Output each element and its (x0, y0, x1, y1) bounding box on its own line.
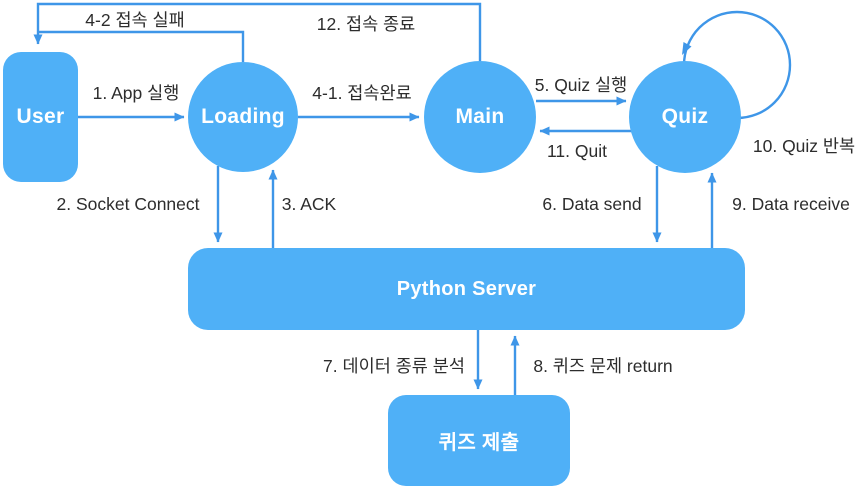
node-main-label: Main (455, 105, 505, 128)
edge-label-disconnect: 12. 접속 종료 (316, 14, 416, 34)
node-main: Main (424, 61, 536, 173)
edge-quiz-repeat-arrowhead (682, 42, 692, 55)
edge-disconnect-arrow (33, 2, 482, 61)
node-user-label: User (16, 105, 65, 128)
node-quiz: Quiz (629, 61, 741, 173)
edge-label-quiz-return: 8. 퀴즈 문제 return (533, 356, 673, 376)
edge-label-app-run: 1. App 실행 (92, 83, 180, 103)
node-user: User (3, 52, 78, 182)
node-quiz-label: Quiz (661, 105, 709, 128)
node-loading-label: Loading (201, 105, 285, 128)
edge-label-connect-fail: 4-2 접속 실패 (85, 10, 185, 30)
node-python-server-label: Python Server (396, 277, 537, 300)
edge-label-data-analyze: 7. 데이터 종류 분석 (323, 356, 465, 376)
edge-label-socket-connect: 2. Socket Connect (56, 194, 200, 214)
edge-label-connect-done: 4-1. 접속완료 (312, 83, 412, 103)
edge-label-ack: 3. ACK (281, 194, 337, 214)
node-quiz-submit-label: 퀴즈 제출 (438, 432, 520, 454)
edge-label-quiz-repeat: 10. Quiz 반복 (752, 136, 856, 156)
edge-label-quiz-run: 5. Quiz 실행 (534, 75, 628, 95)
edge-label-quit: 11. Quit (547, 141, 607, 161)
edge-label-data-receive: 9. Data receive (732, 194, 850, 214)
node-loading: Loading (188, 62, 298, 172)
edge-label-data-send: 6. Data send (542, 194, 642, 214)
node-quiz-submit: 퀴즈 제출 (388, 395, 570, 486)
node-python-server: Python Server (188, 248, 745, 330)
edge-connect-fail-arrow (39, 30, 245, 62)
